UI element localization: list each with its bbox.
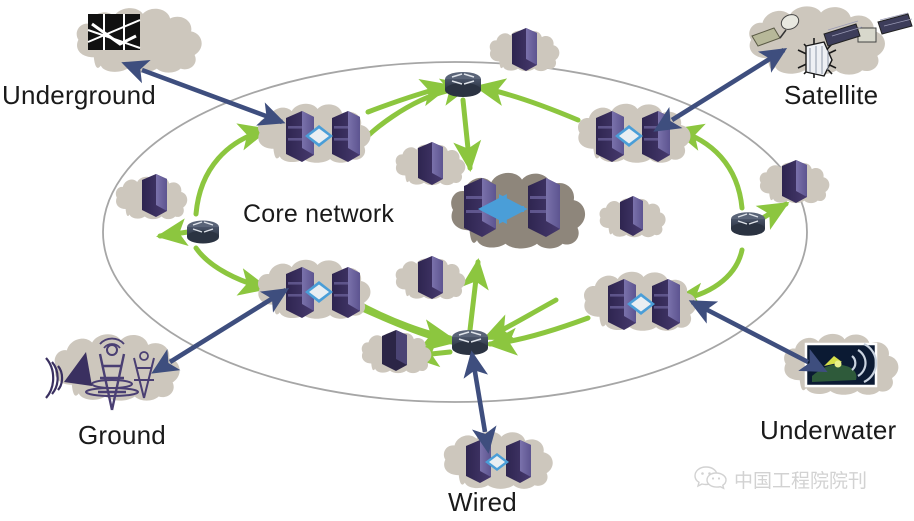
bidirectional-arrow-icon-access-br xyxy=(627,293,655,315)
server-access-bl-b xyxy=(332,267,360,318)
server-srv-lower-mid xyxy=(418,256,443,299)
bidirectional-arrow-icon-access-tl xyxy=(305,125,333,147)
navy-link-satellite xyxy=(653,48,788,132)
navy-link-wired xyxy=(463,350,497,454)
navy-link-ground xyxy=(151,288,290,374)
antenna-tower-icon xyxy=(45,337,155,411)
green-link-routertop-core xyxy=(453,97,482,172)
bidirectional-arrow-icon-access-tr xyxy=(615,125,643,147)
watermark-text: 中国工程院院刊 xyxy=(734,470,868,492)
label-wired: Wired xyxy=(448,487,517,517)
label-core-network: Core network xyxy=(243,200,395,228)
green-link-routerleft-leftcloud xyxy=(156,218,191,247)
server-access-bl-a xyxy=(286,267,314,318)
bidirectional-arrow-group xyxy=(305,125,655,471)
bidirectional-arrow-icon-wired xyxy=(485,453,509,471)
green-link-routerleft-tlcloud xyxy=(193,123,270,217)
label-satellite: Satellite xyxy=(784,80,879,110)
server-access-tr-b xyxy=(642,111,670,162)
label-ground: Ground xyxy=(78,420,166,450)
server-srv-right xyxy=(782,160,807,203)
router-icon-bottom xyxy=(452,330,488,355)
server-srv-bottom-left xyxy=(382,330,407,371)
server-core-a xyxy=(464,178,496,237)
bidirectional-arrow-icon-access-bl xyxy=(305,281,333,303)
navy-link-underground xyxy=(121,59,286,126)
router-icon-right xyxy=(731,212,765,236)
server-srv-center-right xyxy=(620,196,643,236)
navy-link-underwater xyxy=(688,299,828,373)
server-srv-upper-mid xyxy=(512,28,537,71)
server-srv-left xyxy=(142,174,167,217)
green-link-diagonal-routerbottom xyxy=(482,297,559,341)
router-icon-top xyxy=(445,72,481,97)
wechat-logo-icon xyxy=(694,466,727,490)
green-link-routerleft-blcloud xyxy=(193,245,270,296)
server-group xyxy=(142,28,807,483)
server-access-tl-b xyxy=(332,111,360,162)
green-link-brcloud-routerbottom xyxy=(486,315,591,356)
underwater-sonar-icon xyxy=(804,342,878,388)
green-link-trcloud-routertop xyxy=(474,78,581,123)
network-boundary-ellipse xyxy=(102,61,808,403)
label-underground: Underground xyxy=(2,80,156,110)
label-underwater: Underwater xyxy=(760,415,897,445)
server-wired-b xyxy=(506,440,531,483)
router-icon-left xyxy=(187,220,219,244)
server-access-tr-a xyxy=(596,111,624,162)
green-link-routerbottom-core xyxy=(460,258,489,333)
server-srv-center-left xyxy=(418,142,443,185)
satellite-icon xyxy=(751,12,913,78)
underground-tunnel-icon xyxy=(87,14,141,50)
server-access-tl-a xyxy=(286,111,314,162)
server-access-br-b xyxy=(652,279,680,330)
navy-link-group xyxy=(121,48,828,454)
server-core-b xyxy=(528,178,560,237)
server-access-br-a xyxy=(608,279,636,330)
